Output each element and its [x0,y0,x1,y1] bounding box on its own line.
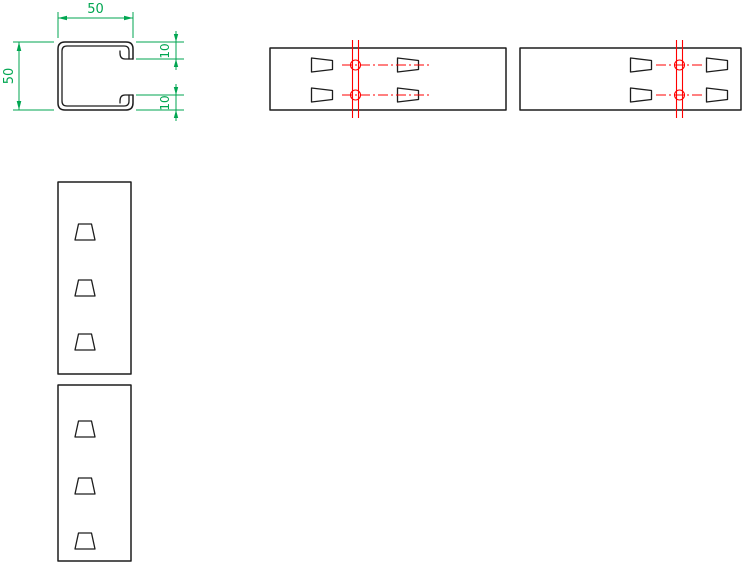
rail-front-view-upper [57,181,132,375]
arrowhead [173,110,179,118]
slot [705,57,729,73]
height-dimension-label: 50 [2,68,17,85]
slot [629,87,653,103]
arrowhead [124,15,133,21]
hole-centerlines [342,40,430,118]
rail-body [519,47,742,111]
arrowhead [16,101,22,110]
arrowhead [16,42,22,51]
slot [396,57,420,73]
slot [74,477,96,495]
hole [349,59,362,71]
rail-body [57,384,132,562]
bottom-lip-dimension-label: 10 [158,95,172,110]
channel-inner-profile [61,45,130,107]
slot [74,279,96,297]
slot [74,532,96,550]
slot [310,57,334,73]
arrowhead [173,34,179,42]
slot [310,87,334,103]
arrowhead [58,15,67,21]
hole-centerlines [656,40,704,118]
channel-section-view: 50 50 10 [2,2,184,121]
width-dimension-label: 50 [87,2,104,17]
rail-body [269,47,507,111]
lip-dimensions: 10 10 [136,31,184,121]
arrowhead [173,87,179,95]
slot [74,333,96,351]
rail-body [57,181,132,375]
hole [349,89,362,101]
top-lip-dimension-label: 10 [158,43,172,58]
hole [673,89,686,101]
channel-outer-profile [57,41,134,111]
rail-front-view-lower [57,384,132,562]
rail-top-view-right [519,40,742,118]
width-dimension: 50 [57,2,134,38]
hole [673,59,686,71]
slot [74,420,96,438]
channel-bottom-lip-hook [119,94,134,104]
channel-top-lip-hook [119,50,134,60]
rail-top-view-left [269,40,507,118]
slot [396,87,420,103]
slot [74,223,96,241]
slot [629,57,653,73]
slot [705,87,729,103]
height-dimension: 50 [2,41,54,111]
arrowhead [173,59,179,67]
